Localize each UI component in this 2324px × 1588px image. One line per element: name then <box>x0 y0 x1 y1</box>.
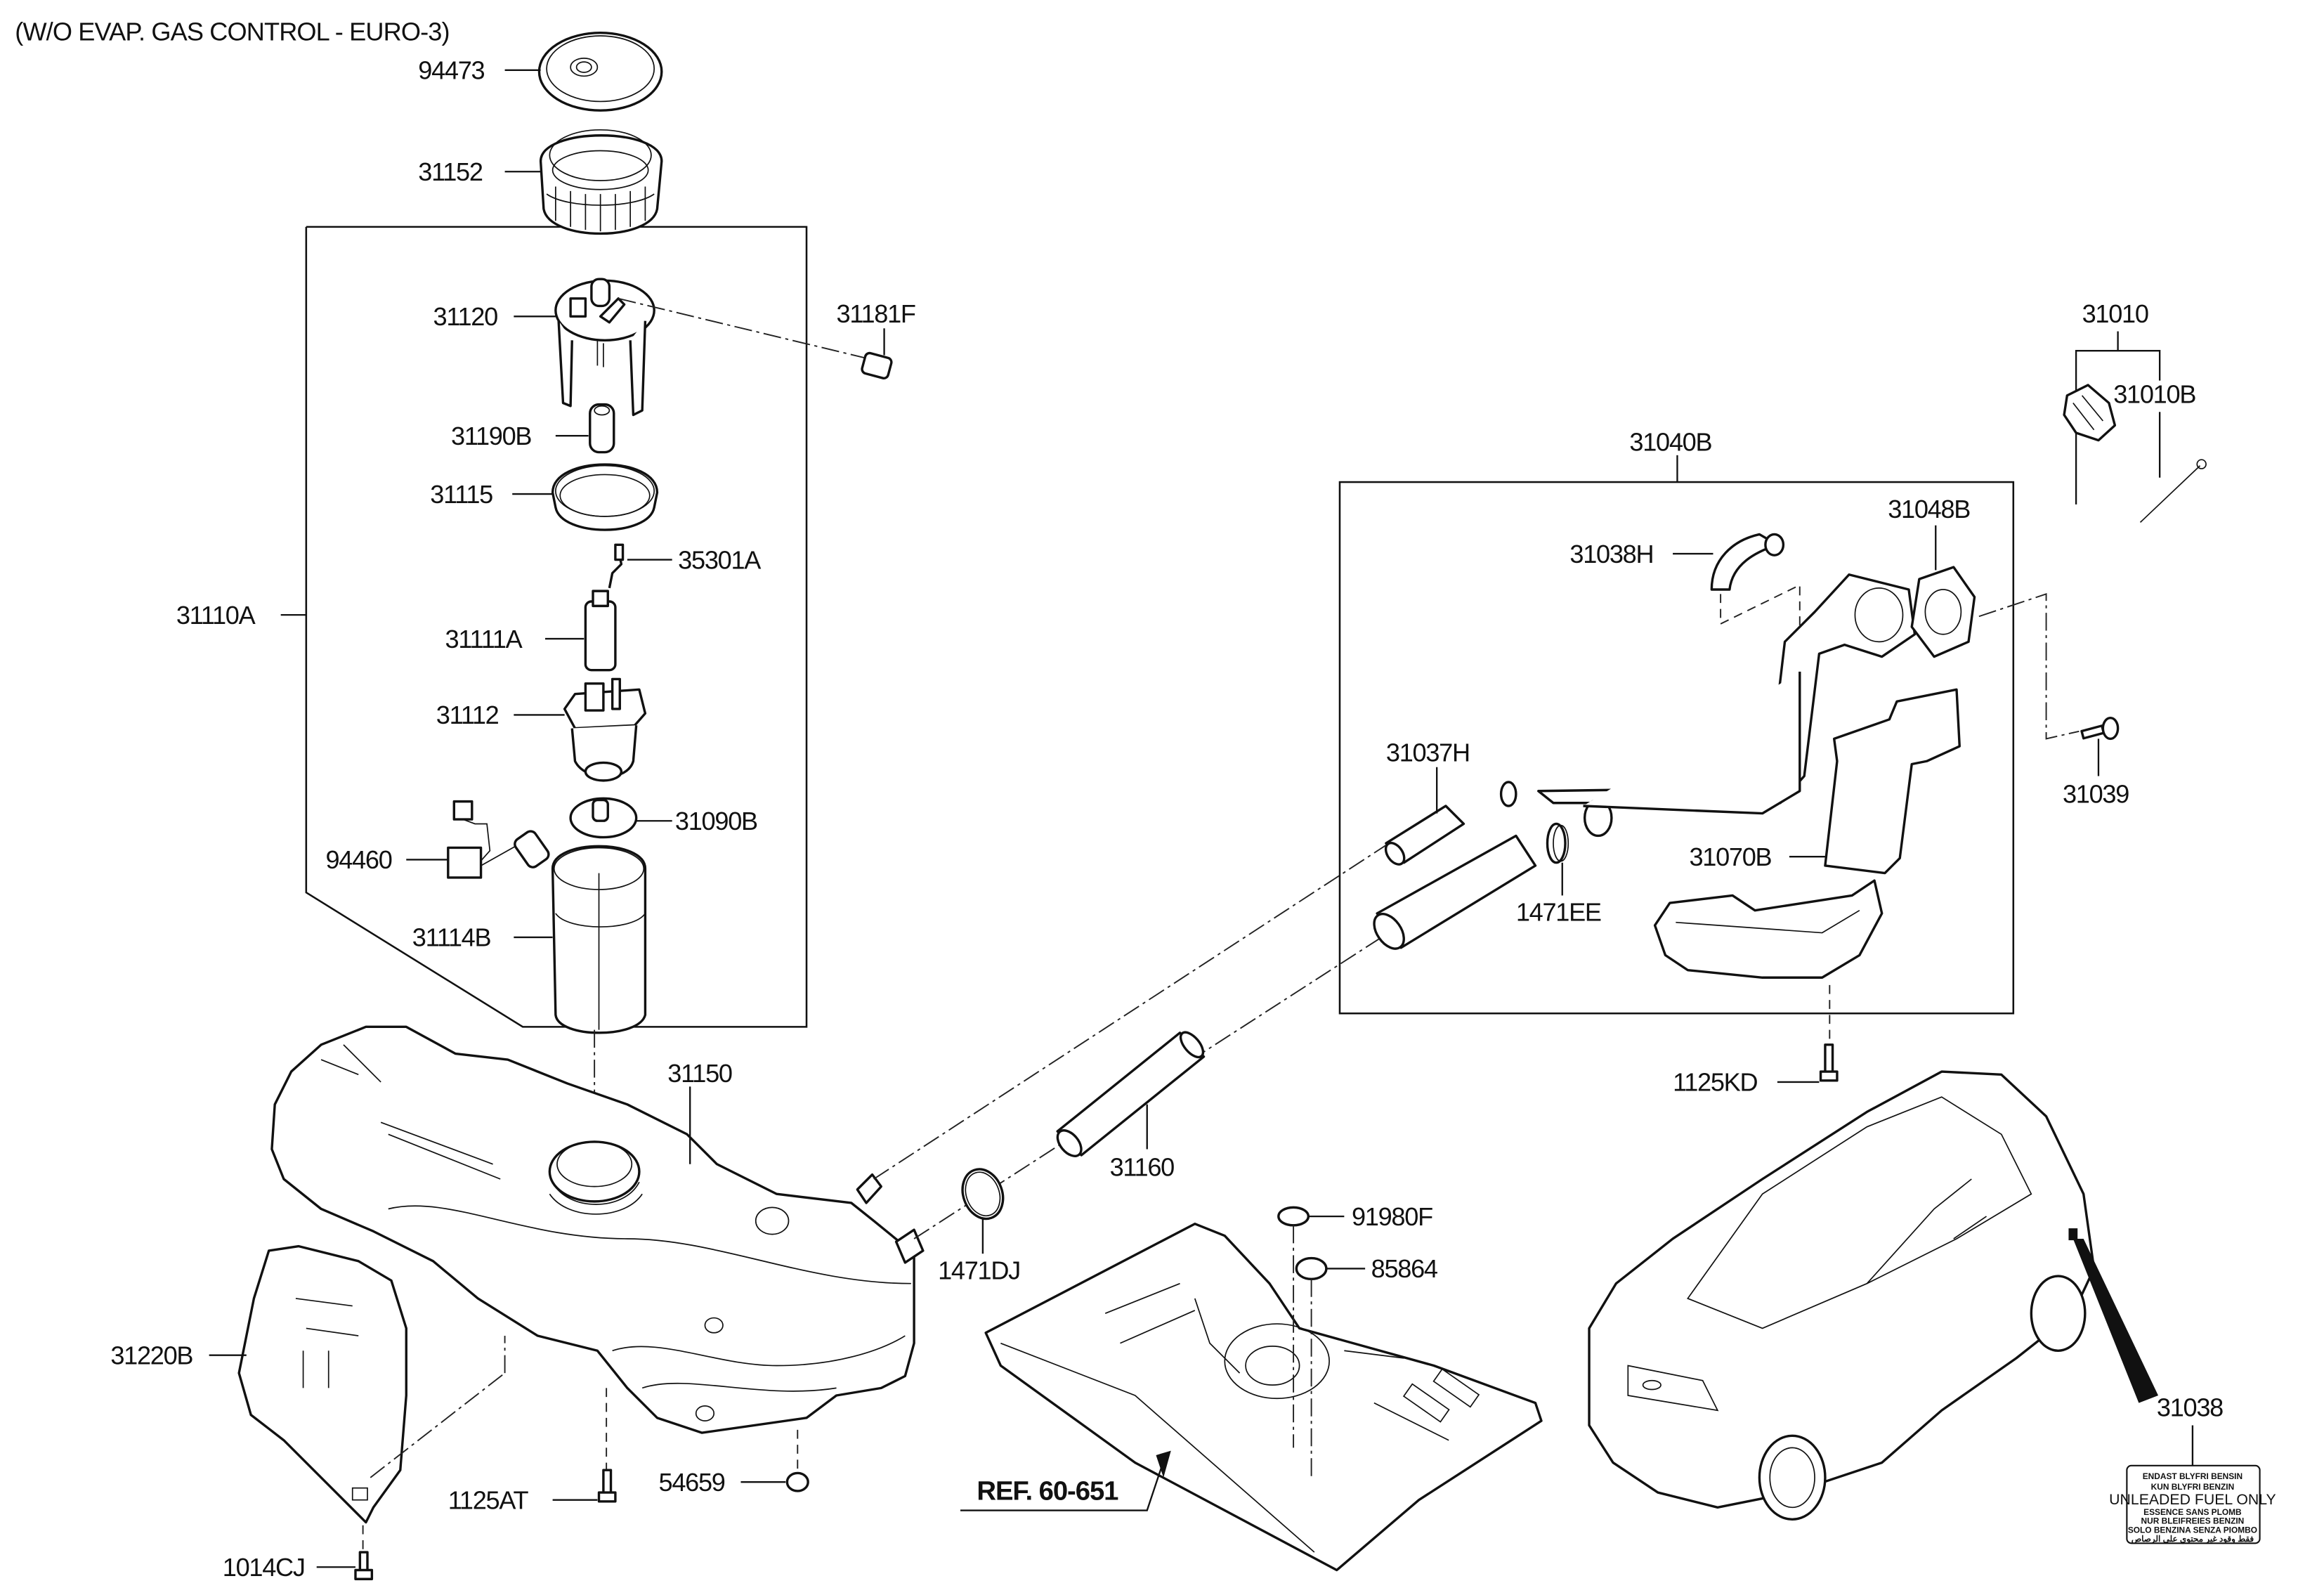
part-31112-fuel-filter[interactable]: 31112 <box>436 677 647 782</box>
label-31150[interactable]: 31150 <box>667 1059 733 1088</box>
part-31114B-reservoir[interactable]: 31114B <box>412 845 647 1034</box>
part-31190B-regulator[interactable]: 31190B <box>451 403 615 454</box>
part-31111A-fuel-pump[interactable]: 31111A <box>445 590 617 672</box>
label-31115[interactable]: 31115 <box>430 480 493 509</box>
part-35301A-hose[interactable]: 35301A <box>608 543 763 589</box>
part-94460-fuel-sender[interactable]: 94460 <box>325 800 551 879</box>
part-31115-filter-ring[interactable]: 31115 <box>430 463 659 531</box>
part-31120-pump-cover[interactable]: 31120 <box>433 278 655 417</box>
label-35301A[interactable]: 35301A <box>678 545 762 574</box>
part-filler-neck-pipe[interactable] <box>1499 573 1917 838</box>
filler-neck-group-frame: 31040B <box>1338 427 2015 1015</box>
label-31110A[interactable]: 31110A <box>176 601 257 630</box>
part-filler-rubber-hose[interactable] <box>1368 834 1537 954</box>
floor-panel-reference[interactable]: REF. 60-651 <box>960 1223 1543 1572</box>
part-31160-filler-hose[interactable]: 31160 <box>1053 1029 1208 1182</box>
part-31150-fuel-tank[interactable]: 31150 <box>270 1025 925 1434</box>
label-1125AT[interactable]: 1125AT <box>448 1485 530 1514</box>
part-31039-screw[interactable]: 31039 <box>2063 716 2130 809</box>
part-31038H-vent-hose[interactable]: 31038H <box>1569 533 1801 627</box>
label-1471DJ[interactable]: 1471DJ <box>938 1256 1021 1284</box>
label-31010[interactable]: 31010 <box>2082 299 2150 328</box>
label-85864[interactable]: 85864 <box>1371 1254 1440 1283</box>
sticker-line-arabic: فقط وقود غير محتوي على الرصاص <box>2132 1534 2254 1544</box>
label-94460[interactable]: 94460 <box>325 845 393 874</box>
label-31112[interactable]: 31112 <box>436 701 500 729</box>
label-31120[interactable]: 31120 <box>433 302 499 331</box>
part-85864-plug[interactable]: 85864 <box>1295 1254 1440 1478</box>
shield-dash-line <box>370 1372 506 1478</box>
label-91980F[interactable]: 91980F <box>1352 1202 1433 1231</box>
diagram-title: (W/O EVAP. GAS CONTROL - EURO-3) <box>15 17 449 46</box>
label-31037H[interactable]: 31037H <box>1386 738 1470 767</box>
label-31114B[interactable]: 31114B <box>412 923 492 952</box>
sticker-line-italian: SOLO BENZINA SENZA PIOMBO <box>2128 1525 2257 1535</box>
label-1125KD[interactable]: 1125KD <box>1673 1068 1758 1097</box>
part-54659-grommet[interactable]: 54659 <box>659 1429 809 1497</box>
label-31039[interactable]: 31039 <box>2063 780 2130 809</box>
part-31048B-gasket[interactable]: 31048B <box>1888 495 2080 740</box>
sticker-line-danish: KUN BLYFRI BENZIN <box>2151 1482 2235 1492</box>
label-31220B[interactable]: 31220B <box>110 1341 193 1369</box>
part-1471EE-clamp[interactable]: 1471EE <box>1516 822 1602 927</box>
part-31181F-plug[interactable]: 31181F <box>618 297 917 379</box>
ref-label-60-651[interactable]: REF. 60-651 <box>977 1476 1119 1506</box>
label-1014CJ[interactable]: 1014CJ <box>223 1553 306 1582</box>
part-91980F-plug[interactable]: 91980F <box>1277 1202 1433 1448</box>
part-31220B-heat-shield[interactable]: 31220B <box>110 1244 407 1524</box>
sticker-line-english: UNLEADED FUEL ONLY <box>2109 1491 2276 1508</box>
part-lower-protector[interactable] <box>1653 879 1884 979</box>
part-31010B-cap-tether[interactable]: 31010B <box>2113 380 2207 523</box>
label-31038[interactable]: 31038 <box>2157 1393 2224 1422</box>
part-31152-lock-ring[interactable]: 31152 <box>418 129 663 235</box>
pump-module-group-frame: 31110A <box>176 226 808 1028</box>
label-31038H[interactable]: 31038H <box>1569 540 1654 568</box>
vehicle-illustration <box>1588 1070 2159 1521</box>
label-31111A[interactable]: 31111A <box>445 625 524 653</box>
label-94473[interactable]: 94473 <box>418 56 485 85</box>
part-1471DJ-clamp[interactable]: 1471DJ <box>938 1164 1021 1284</box>
sticker-line-french: ESSENCE SANS PLOMB <box>2143 1507 2242 1517</box>
label-31190B[interactable]: 31190B <box>451 422 533 450</box>
label-31181F[interactable]: 31181F <box>837 299 917 328</box>
label-31040B[interactable]: 31040B <box>1629 427 1712 456</box>
part-94473-gasket[interactable]: 94473 <box>418 32 663 112</box>
label-54659[interactable]: 54659 <box>659 1468 726 1497</box>
part-31038-fuel-label[interactable]: 31038 ENDAST BLYFRI BENSIN KUN BLYFRI BE… <box>2109 1393 2276 1544</box>
part-1014CJ-bolt[interactable]: 1014CJ <box>223 1525 374 1582</box>
vent-hose-dash-line <box>873 842 1390 1180</box>
sticker-line-german: NUR BLEIFREIES BENZIN <box>2141 1516 2245 1526</box>
label-31160[interactable]: 31160 <box>1110 1153 1175 1182</box>
label-31070B[interactable]: 31070B <box>1689 842 1772 871</box>
part-31037H-hose[interactable]: 31037H <box>1382 738 1470 868</box>
label-31152[interactable]: 31152 <box>418 157 483 186</box>
part-1125KD-bolt[interactable]: 1125KD <box>1673 984 1839 1097</box>
part-1125AT-bolt[interactable]: 1125AT <box>448 1388 617 1514</box>
part-31070B-protector[interactable]: 31070B <box>1689 688 1961 875</box>
sticker-line-swedish: ENDAST BLYFRI BENSIN <box>2143 1471 2243 1481</box>
label-31090B[interactable]: 31090B <box>675 807 758 835</box>
part-31010-fuel-cap[interactable]: 31010 <box>2063 299 2161 505</box>
label-31010B[interactable]: 31010B <box>2113 380 2196 409</box>
label-1471EE[interactable]: 1471EE <box>1516 898 1602 927</box>
label-31048B[interactable]: 31048B <box>1888 495 1971 523</box>
part-31090B-jet-pump[interactable]: 31090B <box>569 797 758 839</box>
